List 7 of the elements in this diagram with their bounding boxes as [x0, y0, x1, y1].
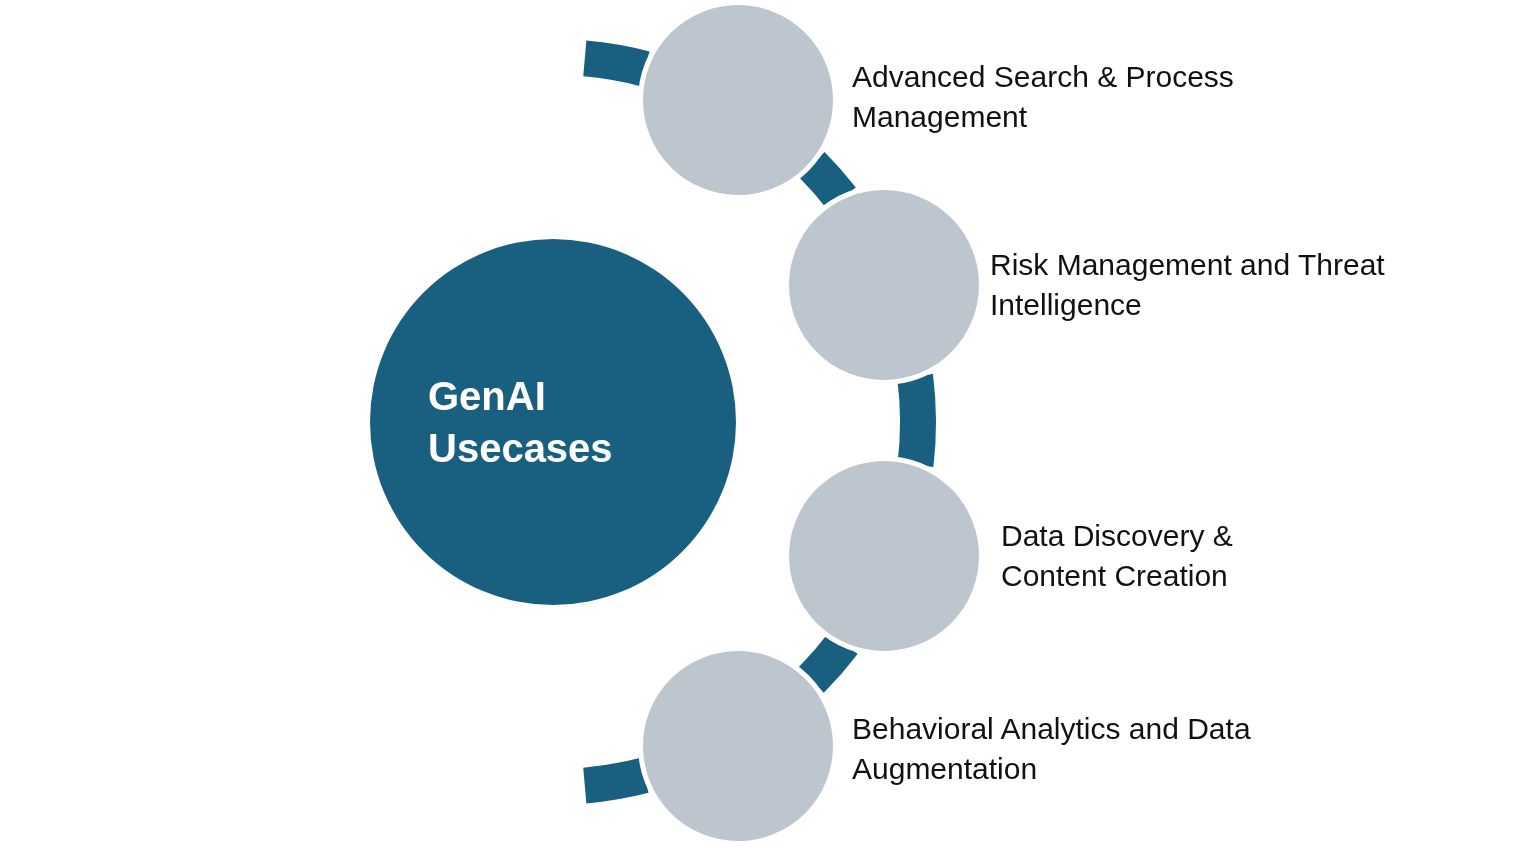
circle-caption: Risk Management and Threat Intelligence — [990, 247, 1386, 323]
hub-title: GenAI Usecases — [428, 373, 614, 472]
arc-connector — [897, 374, 936, 467]
circle-caption: Advanced Search & Process Management — [852, 59, 1235, 135]
arc-connector — [582, 40, 650, 87]
circle-caption: Data Discovery & Content Creation — [1001, 518, 1234, 594]
circle-caption: Behavioral Analytics and Data Augmentation — [852, 711, 1252, 787]
